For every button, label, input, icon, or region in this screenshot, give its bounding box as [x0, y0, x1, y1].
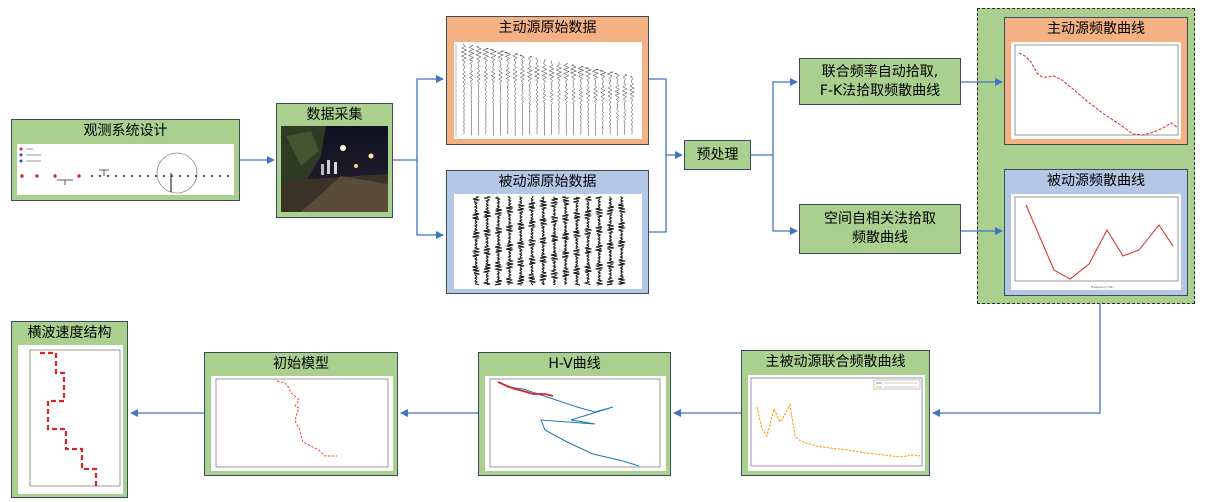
- passive-dispersion-plot: Frequency (Hz): [1011, 194, 1181, 290]
- joint-dispersion-box: 主被动源联合频散曲线: [741, 350, 930, 476]
- survey-design-thumbnail: [17, 144, 234, 195]
- passive-seismogram: [454, 194, 642, 289]
- survey-design-box: 观测系统设计: [11, 119, 240, 201]
- active-seismogram: [454, 42, 642, 139]
- initial-model-title: 初始模型: [273, 356, 329, 372]
- passive-raw-data-title: 被动源原始数据: [498, 174, 597, 190]
- passive-dispersion-box: 被动源频散曲线 Frequency (Hz): [1004, 169, 1188, 296]
- joint-dispersion-title: 主被动源联合频散曲线: [765, 354, 906, 370]
- initial-model-box: 初始模型: [204, 352, 398, 476]
- hv-curve-title: H-V曲线: [548, 356, 601, 372]
- hv-curve-plot: [485, 376, 666, 471]
- active-dispersion-title: 主动源频散曲线: [1047, 21, 1145, 37]
- active-method-box: 联合频率自动拾取, F-K法拾取频散曲线: [799, 58, 961, 105]
- active-dispersion-box: 主动源频散曲线: [1004, 17, 1188, 145]
- active-dispersion-plot: [1011, 42, 1181, 139]
- svg-text:Frequency (Hz): Frequency (Hz): [1091, 285, 1114, 289]
- passive-method-box: 空间自相关法拾取 频散曲线: [799, 204, 961, 254]
- preprocess-box: 预处理: [684, 140, 751, 170]
- data-acquisition-title: 数据采集: [306, 107, 363, 123]
- initial-model-plot: [211, 376, 393, 471]
- passive-raw-data-box: 被动源原始数据: [446, 170, 649, 294]
- active-raw-data-title: 主动源原始数据: [498, 20, 597, 36]
- data-acquisition-box: 数据采集: [276, 103, 393, 218]
- hv-curve-box: H-V曲线: [478, 352, 671, 476]
- joint-dispersion-plot: [748, 375, 925, 471]
- survey-design-title: 观测系统设计: [83, 123, 168, 139]
- vs-structure-box: 横波速度结构: [11, 321, 128, 498]
- field-night-photo: [281, 126, 388, 212]
- passive-dispersion-title: 被动源频散曲线: [1047, 173, 1145, 189]
- active-raw-data-box: 主动源原始数据: [446, 16, 649, 145]
- vs-structure-plot: [18, 345, 123, 494]
- vs-structure-title: 横波速度结构: [27, 325, 112, 341]
- survey-layout-sketch: [19, 147, 230, 194]
